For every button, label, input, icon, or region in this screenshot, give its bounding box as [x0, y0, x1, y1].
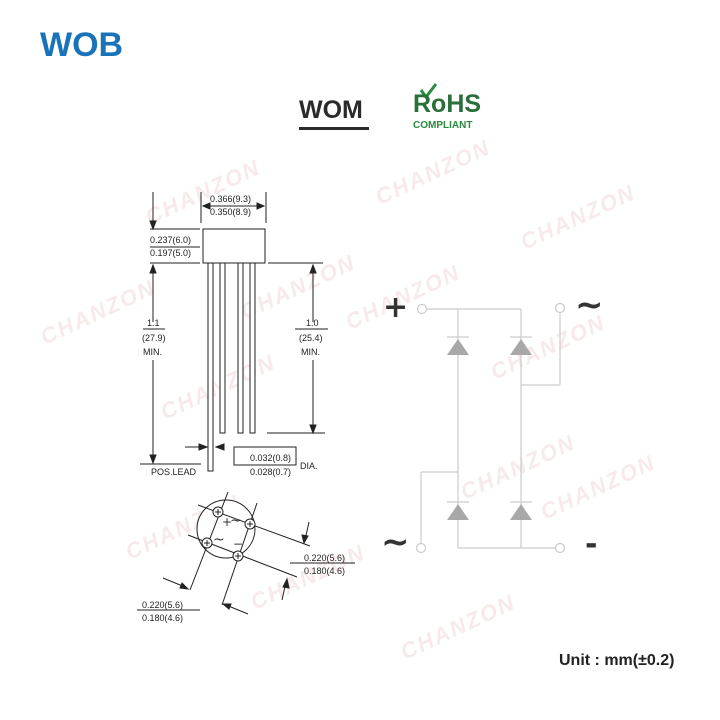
- watermark-layer: CHANZON CHANZON CHANZON CHANZON CHANZON …: [37, 134, 660, 664]
- lead-dia-min: 0.028(0.7): [250, 467, 292, 477]
- pos-lead-length-mm: (27.9): [142, 333, 166, 343]
- lead-length-note: MIN.: [301, 347, 320, 357]
- svg-text:CHANZON: CHANZON: [142, 154, 265, 229]
- lead-dia-suffix: DIA.: [300, 461, 318, 471]
- body-height-min: 0.197(5.0): [150, 248, 192, 258]
- pin-spacing-right-min: 0.180(4.6): [304, 566, 346, 576]
- diode-icon: [510, 339, 532, 355]
- schematic-ac-bottom-terminal: ~: [381, 522, 410, 562]
- svg-text:CHANZON: CHANZON: [517, 179, 640, 254]
- series-title: WOB: [40, 26, 124, 64]
- pos-lead-length-note: MIN.: [143, 347, 162, 357]
- diode-symbols: [447, 339, 532, 520]
- pos-lead-length-in: 1.1: [147, 318, 160, 328]
- svg-text:CHANZON: CHANZON: [397, 589, 520, 664]
- bottom-view-drawing: [137, 491, 355, 615]
- pin-ac-label-top: ~: [230, 513, 242, 529]
- pin-spacing-left-min: 0.180(4.6): [142, 613, 184, 623]
- svg-text:CHANZON: CHANZON: [157, 349, 280, 424]
- pos-lead-label: POS.LEAD: [151, 467, 197, 477]
- pin-spacing-left-max: 0.220(5.6): [142, 600, 184, 610]
- checkmark-icon: [419, 83, 438, 100]
- body-width-max: 0.366(9.3): [210, 194, 252, 204]
- schematic-minus-terminal: -: [585, 527, 598, 562]
- unit-note: Unit : mm(±0.2): [559, 652, 675, 669]
- diode-icon: [510, 504, 532, 520]
- rohs-compliant-label: COMPLIANT: [413, 120, 473, 131]
- body-width-min: 0.350(8.9): [210, 207, 252, 217]
- lead-length-in: 1.0: [306, 318, 319, 328]
- diode-icon: [447, 504, 469, 520]
- pin-minus-label: −: [233, 537, 244, 551]
- body-height-max: 0.237(6.0): [150, 235, 192, 245]
- rohs-logo: RoHS: [413, 90, 482, 118]
- package-name: WOM: [299, 96, 363, 124]
- side-view-drawing: [140, 192, 328, 472]
- lead-length-mm: (25.4): [299, 333, 323, 343]
- svg-text:CHANZON: CHANZON: [372, 134, 495, 209]
- schematic-ac-top-terminal: ~: [575, 285, 604, 325]
- lead-dia-max: 0.032(0.8): [250, 453, 292, 463]
- schematic-plus-terminal: +: [383, 290, 409, 325]
- diode-icon: [447, 339, 469, 355]
- package-underline: [299, 127, 369, 130]
- pin-plus-label: +: [222, 515, 233, 529]
- pin-ac-label-bottom: ~: [213, 532, 225, 548]
- pin-spacing-right-max: 0.220(5.6): [304, 553, 346, 563]
- svg-text:CHANZON: CHANZON: [247, 539, 370, 614]
